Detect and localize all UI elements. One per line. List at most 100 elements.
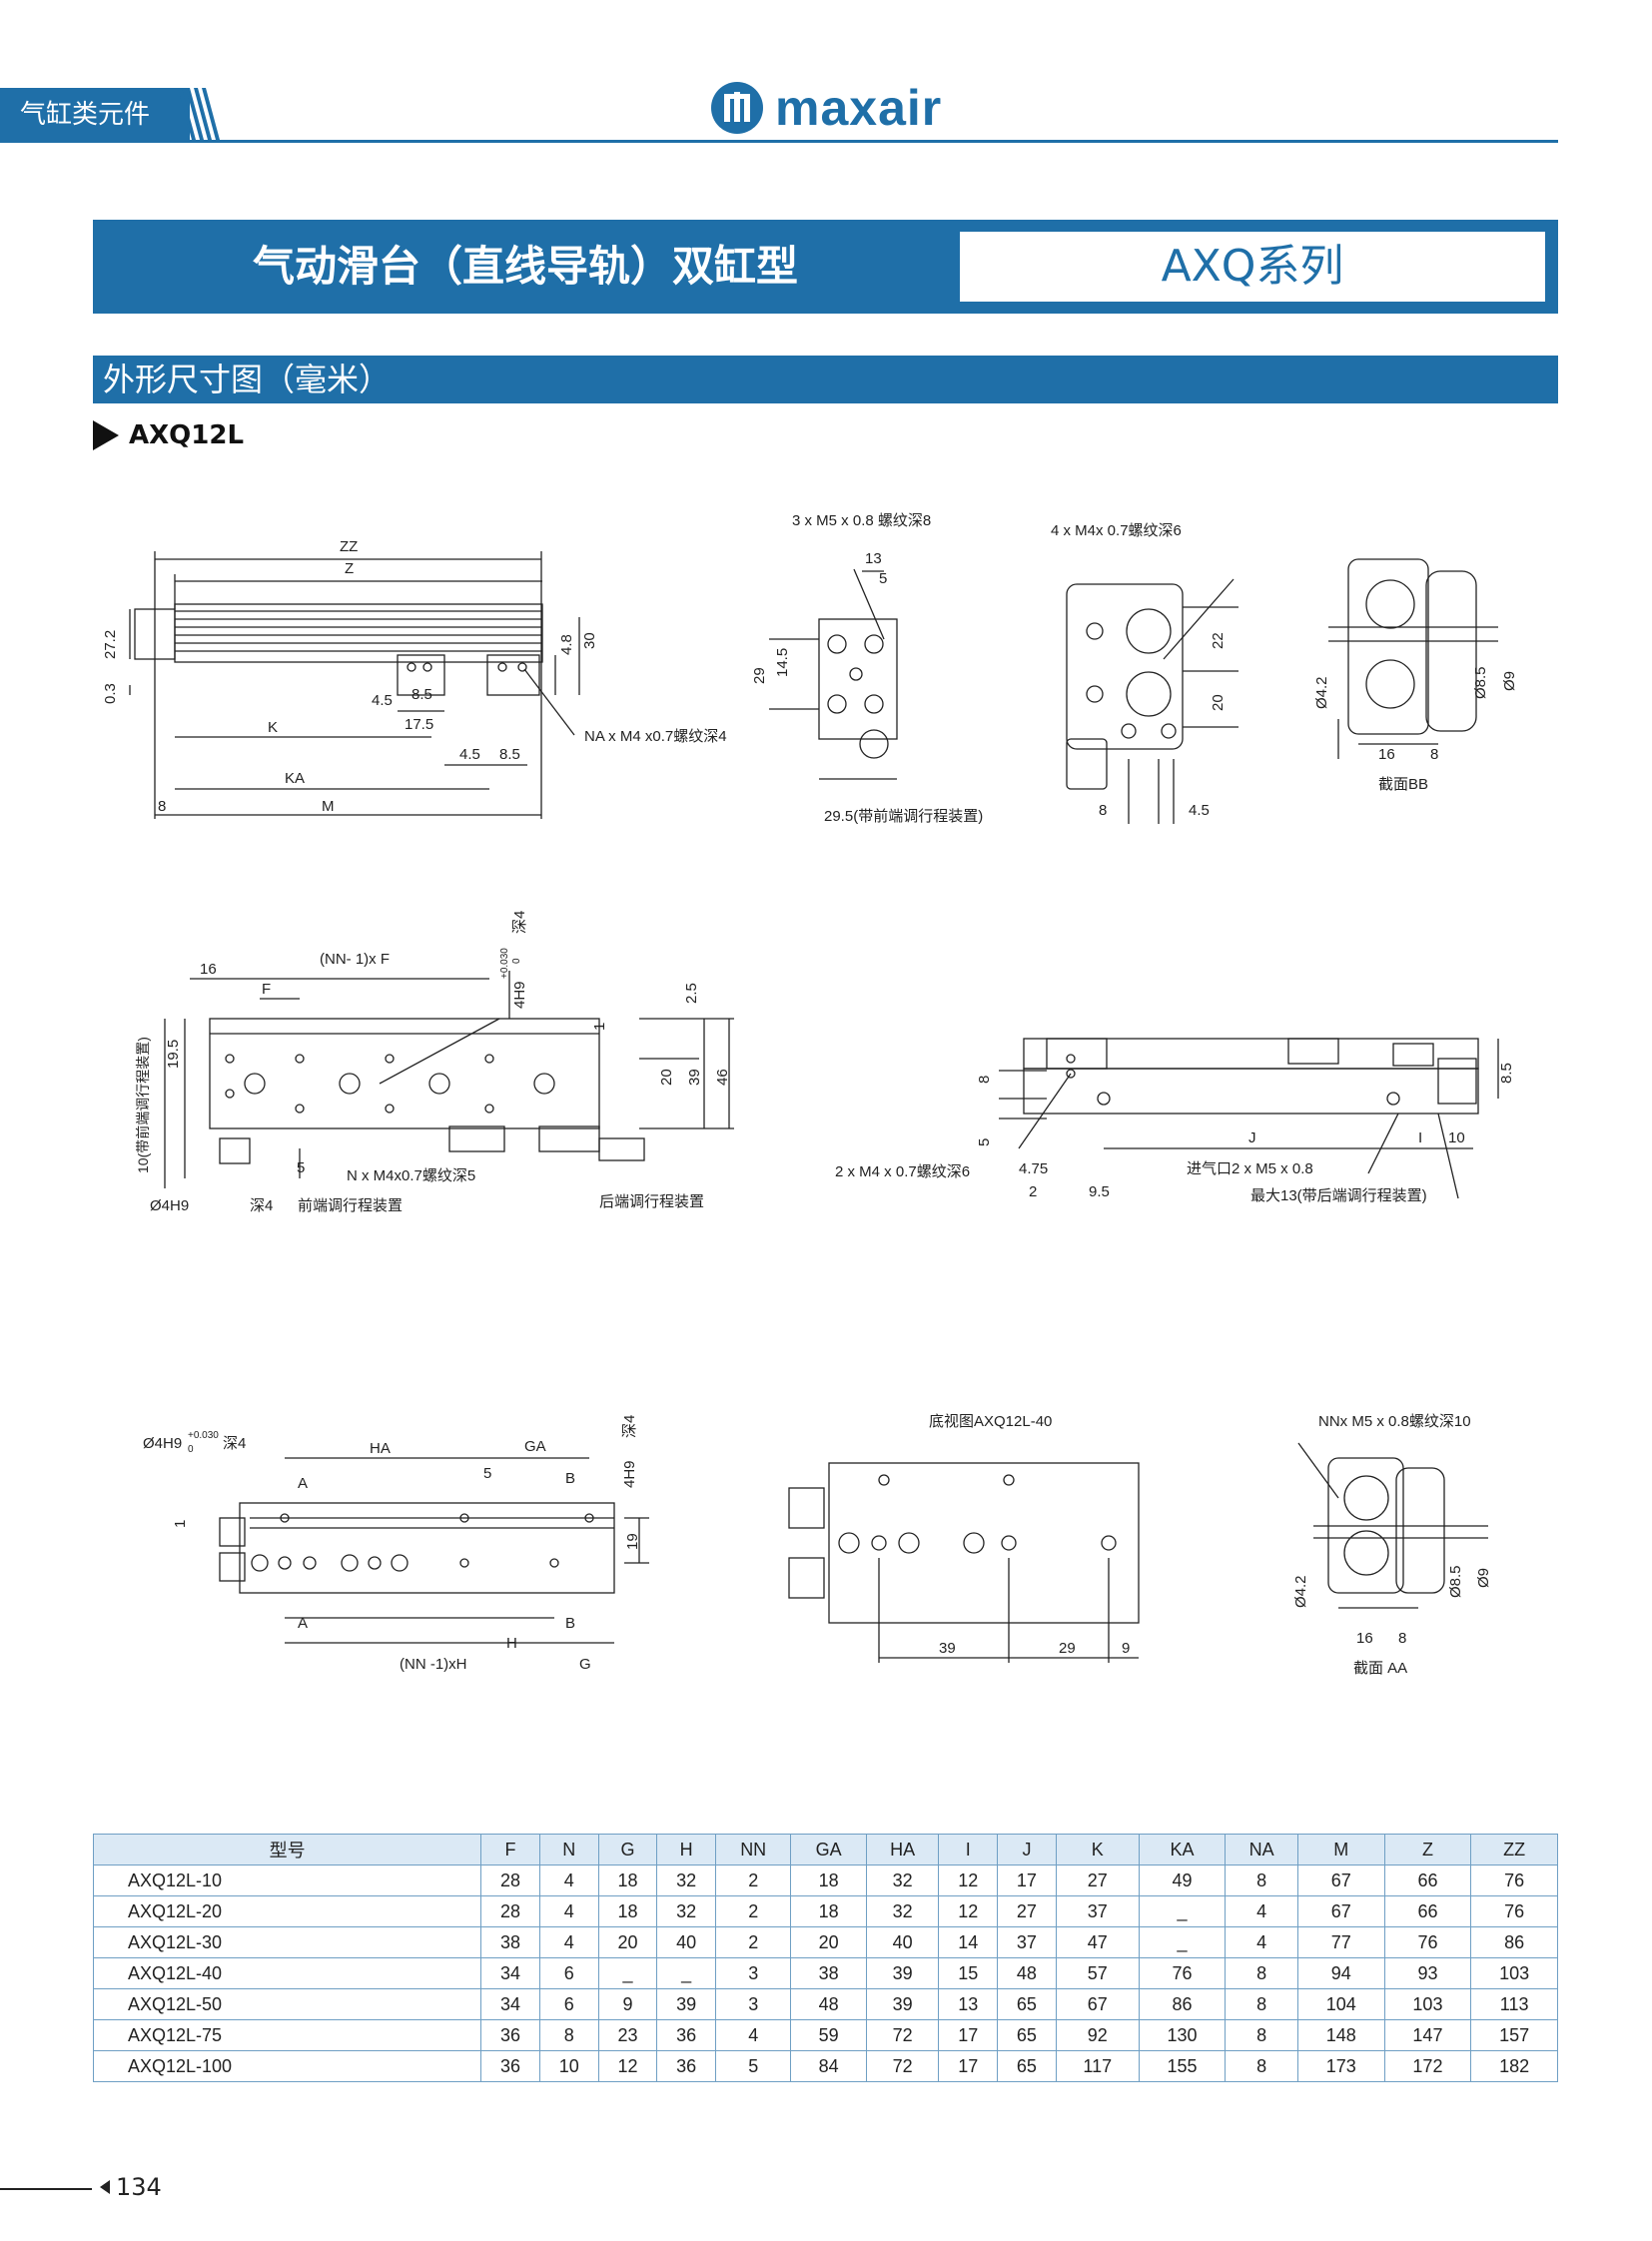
value-cell: 23 — [597, 2019, 658, 2051]
note-rear-adjust-device: 后端调行程装置 — [599, 1193, 704, 1210]
value-cell: 13 — [938, 1988, 999, 2020]
model-cell: AXQ12L-75 — [92, 2019, 482, 2051]
dim-4-5-front: 4.5 — [1189, 802, 1210, 819]
model-cell: AXQ12L-30 — [92, 1926, 482, 1958]
value-cell: _ — [1138, 1895, 1227, 1927]
section-b-top: B — [565, 1470, 575, 1487]
dim-29-bottom: 29 — [1059, 1640, 1076, 1657]
dim-19-5: 19.5 — [165, 1040, 182, 1069]
value-cell: 4 — [1225, 1926, 1298, 1958]
dim-19-table: 19 — [624, 1533, 641, 1550]
depth-4-phi: 深4 — [250, 1197, 273, 1214]
dim-j: J — [1248, 1129, 1256, 1146]
dim-f: F — [262, 981, 271, 998]
tol-upper-table: +0.030 — [188, 1430, 219, 1441]
value-cell: 39 — [865, 1957, 940, 1989]
note-front-adjust-side: 10(带前端调行程装置) — [135, 1037, 151, 1173]
value-cell: 6 — [538, 1957, 599, 1989]
dim-phi-9-aa: Ø9 — [1475, 1568, 1492, 1588]
value-cell: 36 — [480, 2050, 540, 2082]
value-cell: 103 — [1383, 1988, 1472, 2020]
value-cell: 77 — [1296, 1926, 1385, 1958]
value-cell: 14 — [938, 1926, 999, 1958]
dim-nn-h: (NN -1)xH — [400, 1656, 467, 1673]
dim-8-aa: 8 — [1398, 1630, 1406, 1647]
bottom-view-drawing — [788, 1462, 1140, 1663]
dim-phi-4-2-aa: Ø4.2 — [1292, 1575, 1309, 1608]
note-end-thread: 3 x M5 x 0.8 螺纹深8 — [792, 512, 931, 529]
dim-ha: HA — [370, 1440, 391, 1457]
value-cell: 18 — [790, 1895, 867, 1927]
dim-5-rear: 5 — [976, 1138, 993, 1146]
table-header-cell: KA — [1138, 1834, 1227, 1866]
value-cell: 86 — [1470, 1926, 1558, 1958]
end-view-drawing — [769, 568, 898, 780]
section-b-bottom: B — [565, 1615, 575, 1632]
section-a-bottom: A — [298, 1615, 308, 1632]
value-cell: 39 — [865, 1988, 940, 2020]
dim-8-bb: 8 — [1430, 746, 1438, 763]
table-header-cell: K — [1055, 1834, 1140, 1866]
side-view-drawing — [164, 971, 734, 1188]
triangle-bullet-icon — [93, 420, 119, 450]
dim-zz: ZZ — [340, 538, 358, 555]
dim-z: Z — [345, 560, 354, 577]
table-header-cell: J — [997, 1834, 1057, 1866]
value-cell: 36 — [480, 2019, 540, 2051]
value-cell: 57 — [1055, 1957, 1140, 1989]
dim-8-front: 8 — [1099, 802, 1107, 819]
value-cell: 8 — [1225, 2019, 1298, 2051]
dim-14-5: 14.5 — [774, 648, 791, 677]
dimension-table: 型号 F N G H NN GA HA I J K KA NA M Z ZZ A… — [92, 1834, 1558, 2082]
dim-8-5a: 8.5 — [412, 686, 432, 703]
value-cell: 9 — [597, 1988, 658, 2020]
value-cell: 76 — [1470, 1895, 1558, 1927]
value-cell: 65 — [997, 2050, 1057, 2082]
table-header-row: 型号 F N G H NN GA HA I J K KA NA M Z ZZ — [92, 1834, 1558, 1866]
value-cell: 2 — [715, 1926, 792, 1958]
value-cell: 72 — [865, 2019, 940, 2051]
dim-m: M — [322, 798, 335, 815]
value-cell: 173 — [1296, 2050, 1385, 2082]
value-cell: 49 — [1138, 1865, 1227, 1896]
value-cell: 39 — [656, 1988, 717, 2020]
category-stripes — [178, 88, 220, 140]
value-cell: 20 — [597, 1926, 658, 1958]
front-end-drawing — [1066, 578, 1239, 824]
dim-29-end: 29 — [751, 667, 768, 684]
value-cell: 36 — [656, 2019, 717, 2051]
dim-27-2: 27.2 — [102, 630, 119, 659]
page-title: 气动滑台（直线导轨）双缸型 — [252, 242, 798, 291]
model-cell: AXQ12L-100 — [92, 2050, 482, 2082]
value-cell: 76 — [1470, 1865, 1558, 1896]
dim-g: G — [579, 1656, 591, 1673]
tol-phi-4h9-table: Ø4H9 — [143, 1435, 182, 1452]
table-header-cell: NA — [1225, 1834, 1298, 1866]
tol-lower-table: 0 — [188, 1444, 194, 1455]
left-arrow-icon — [100, 2180, 110, 2194]
dim-16-bb: 16 — [1378, 746, 1395, 763]
value-cell: 12 — [597, 2050, 658, 2082]
value-cell: 36 — [656, 2050, 717, 2082]
model-cell: AXQ12L-10 — [92, 1865, 482, 1896]
dim-39-side: 39 — [686, 1069, 703, 1086]
value-cell: 147 — [1383, 2019, 1472, 2051]
value-cell: 32 — [656, 1865, 717, 1896]
dim-2-rear: 2 — [1029, 1183, 1037, 1200]
value-cell: 37 — [997, 1926, 1057, 1958]
model-cell: AXQ12L-40 — [92, 1957, 482, 1989]
depth-4-table: 深4 — [223, 1435, 246, 1452]
value-cell: 32 — [865, 1865, 940, 1896]
top-view-drawing — [129, 551, 580, 819]
brand-logo: maxair — [709, 78, 942, 138]
dim-8-5b: 8.5 — [499, 746, 520, 763]
value-cell: 17 — [997, 1865, 1057, 1896]
maxair-logo-icon — [711, 82, 763, 134]
dim-5-end: 5 — [879, 570, 887, 587]
value-cell: _ — [597, 1957, 658, 1989]
value-cell: 32 — [865, 1895, 940, 1927]
